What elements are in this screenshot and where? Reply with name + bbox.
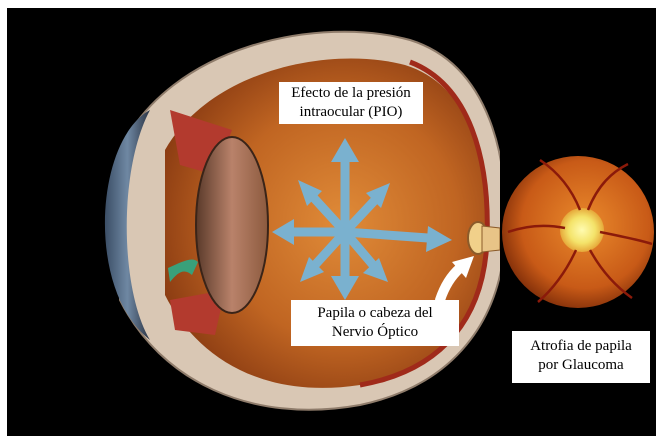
optic-disc [560, 208, 604, 252]
glaucoma-atrophy-label: Atrofia de papila por Glaucoma [512, 331, 650, 383]
pressure-label: Efecto de la presión intraocular (PIO) [279, 82, 423, 124]
papilla-label-line2: Nervio Óptico [297, 323, 453, 342]
pressure-label-line2: intraocular (PIO) [285, 103, 417, 122]
atrophy-label-line1: Atrofia de papila [518, 337, 644, 356]
fundus-photo [500, 146, 656, 322]
papilla-label-line1: Papila o cabeza del [297, 304, 453, 323]
optic-nerve-head-label: Papila o cabeza del Nervio Óptico [291, 300, 459, 346]
lens [196, 137, 268, 313]
pressure-label-line1: Efecto de la presión [285, 84, 417, 103]
atrophy-label-line2: por Glaucoma [518, 356, 644, 375]
